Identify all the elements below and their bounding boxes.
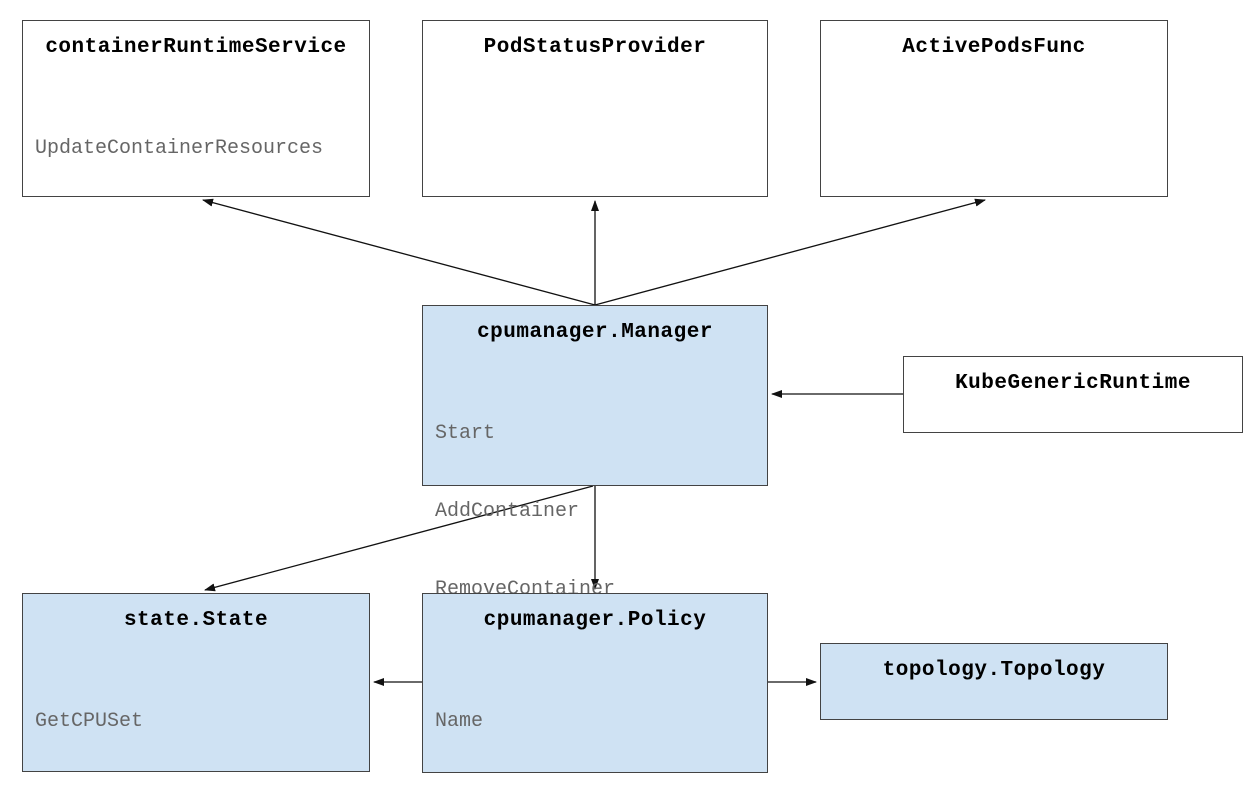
node-cpumanager-manager: cpumanager.Manager Start AddContainer Re… [422, 305, 768, 679]
edge-manager-to-active-pods-func [594, 198, 986, 306]
node-container-runtime-service: containerRuntimeService UpdateContainerR… [22, 20, 370, 197]
node-title: cpumanager.Policy [483, 609, 707, 632]
node-active-pods-func: ActivePodsFunc [820, 20, 1168, 197]
method-item: Start [435, 422, 496, 445]
node-title: cpumanager.Manager [477, 321, 713, 344]
node-kube-generic-runtime: KubeGenericRuntime [903, 356, 1243, 433]
method-item: GetCPUSet [35, 710, 144, 733]
node-method-list: UpdateContainerResources [23, 84, 369, 214]
node-method-list: GetCPUSet GetDefaultCPUSet SetCPUSet Set… [23, 657, 369, 788]
node-title: KubeGenericRuntime [955, 372, 1191, 395]
node-topology-topology: topology.Topology [820, 643, 1168, 720]
node-method-list: Name AddContainer RemoveContainer [423, 657, 767, 788]
node-cpumanager-policy: cpumanager.Policy Name AddContainer Remo… [422, 593, 768, 773]
node-pod-status-provider: PodStatusProvider [422, 20, 768, 197]
method-item: AddContainer [435, 500, 580, 523]
node-title: ActivePodsFunc [902, 36, 1086, 59]
node-title: PodStatusProvider [483, 36, 707, 59]
node-title: topology.Topology [882, 659, 1106, 682]
node-title: containerRuntimeService [45, 36, 347, 59]
method-item: UpdateContainerResources [35, 137, 324, 160]
node-title: state.State [123, 609, 269, 632]
node-state-state: state.State GetCPUSet GetDefaultCPUSet S… [22, 593, 370, 772]
method-item: Name [435, 710, 484, 733]
edge-manager-to-container-runtime-service [202, 198, 596, 306]
